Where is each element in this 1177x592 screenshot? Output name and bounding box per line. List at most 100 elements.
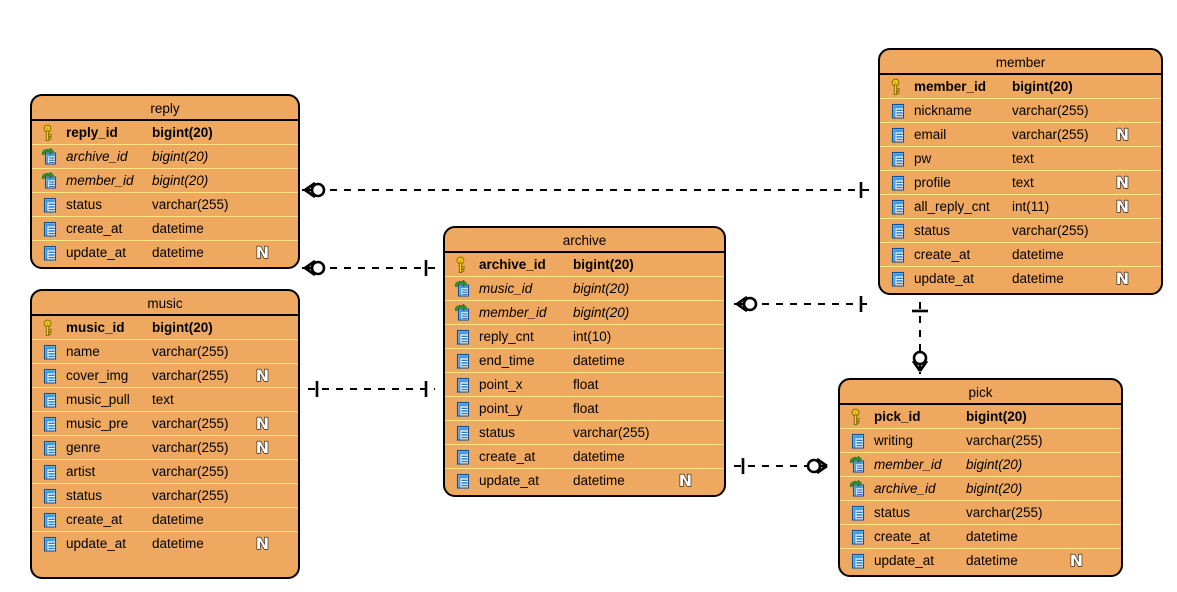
column-type: float bbox=[573, 377, 599, 392]
column-name: archive_id bbox=[66, 149, 128, 164]
column-icon bbox=[41, 391, 59, 409]
column-name: music_pre bbox=[66, 416, 129, 431]
column-icon bbox=[41, 487, 59, 505]
column-icon bbox=[849, 432, 867, 450]
column-type: int(10) bbox=[573, 329, 612, 344]
column-name: point_x bbox=[479, 377, 523, 392]
foreign-key-icon bbox=[849, 480, 867, 498]
column-name: pw bbox=[914, 151, 932, 166]
column-name: email bbox=[914, 127, 947, 142]
nullable-badge: N bbox=[254, 534, 271, 553]
column-row[interactable]: point_x float bbox=[445, 373, 724, 397]
primary-key-icon bbox=[889, 78, 907, 96]
column-name: create_at bbox=[874, 529, 931, 544]
column-name: update_at bbox=[66, 245, 127, 260]
column-type: bigint(20) bbox=[1012, 79, 1073, 94]
column-row[interactable]: nickname varchar(255) bbox=[880, 99, 1161, 123]
primary-key-icon bbox=[41, 319, 59, 337]
column-type: bigint(20) bbox=[152, 173, 209, 188]
nullable-badge: N bbox=[1114, 269, 1131, 288]
nullable-badge: N bbox=[254, 243, 271, 262]
column-type: varchar(255) bbox=[152, 464, 229, 479]
column-row[interactable]: update_at datetime N bbox=[840, 549, 1121, 573]
column-icon bbox=[889, 174, 907, 192]
column-type: varchar(255) bbox=[1012, 103, 1089, 118]
column-name: music_pull bbox=[66, 392, 130, 407]
column-name: name bbox=[66, 344, 100, 359]
column-row[interactable]: name varchar(255) bbox=[32, 340, 298, 364]
nullable-badge: N bbox=[1068, 551, 1085, 570]
column-name: pick_id bbox=[874, 409, 921, 424]
column-name: archive_id bbox=[479, 257, 546, 272]
column-type: datetime bbox=[1012, 271, 1064, 286]
column-name: update_at bbox=[479, 473, 540, 488]
column-name: status bbox=[874, 505, 911, 520]
column-type: datetime bbox=[966, 553, 1018, 568]
column-name: create_at bbox=[66, 221, 123, 236]
column-name: nickname bbox=[914, 103, 972, 118]
svg-text:N: N bbox=[1116, 125, 1129, 144]
column-name: status bbox=[914, 223, 951, 238]
primary-key-icon bbox=[454, 256, 472, 274]
column-type: varchar(255) bbox=[152, 197, 229, 212]
column-icon bbox=[889, 246, 907, 264]
column-icon bbox=[849, 504, 867, 522]
column-name: update_at bbox=[874, 553, 935, 568]
column-type: varchar(255) bbox=[152, 368, 229, 383]
column-icon bbox=[454, 424, 472, 442]
column-icon bbox=[454, 448, 472, 466]
entity-title-reply: reply bbox=[32, 96, 298, 121]
column-icon bbox=[41, 196, 59, 214]
relationship-reply-to-archive bbox=[302, 259, 435, 277]
column-type: varchar(255) bbox=[152, 344, 229, 359]
column-name: member_id bbox=[479, 305, 547, 320]
column-name: profile bbox=[914, 175, 951, 190]
column-type: varchar(255) bbox=[152, 416, 229, 431]
column-type: bigint(20) bbox=[573, 281, 630, 296]
